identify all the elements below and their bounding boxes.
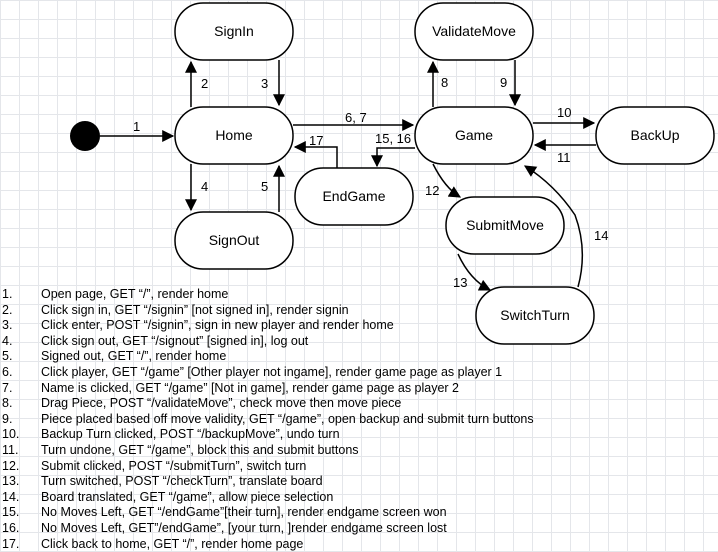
legend-text: Piece placed based off move validity, GE… — [41, 411, 534, 426]
legend-text: Click player, GET “/game” [Other player … — [41, 364, 503, 379]
state-endgame: EndGame — [294, 167, 414, 226]
legend-number: 8. — [2, 396, 13, 411]
legend-text: Click sign in, GET “/signin” [not signed… — [41, 302, 349, 317]
legend-item: 13. Turn switched, POST “/checkTurn”, tra… — [0, 474, 534, 490]
legend-number: 16. — [2, 520, 20, 535]
label-1: 1 — [133, 119, 140, 134]
legend-text: Submit clicked, POST “/submitTurn”, swit… — [41, 458, 307, 473]
transition-14 — [523, 165, 584, 288]
legend-number: 12. — [2, 458, 20, 473]
transition-legend: 1. Open page, GET “/”, render home 2. Clic… — [0, 287, 534, 552]
legend-text: Drag Piece, POST “/validateMove”, check … — [41, 396, 402, 411]
state-validatemove: ValidateMove — [414, 2, 534, 61]
legend-text: Signed out, GET “/”, render home — [41, 349, 227, 364]
state-backup-label: BackUp — [630, 127, 679, 143]
state-signin-label: SignIn — [214, 23, 254, 39]
legend-number: 13. — [2, 474, 20, 489]
legend-item: 15. No Moves Left, GET “/endGame”[their t… — [0, 505, 534, 521]
legend-item: 7. Name is clicked, GET “/game” [Not in g… — [0, 381, 534, 397]
legend-item: 3. Click enter, POST “/signin”, sign in n… — [0, 318, 534, 334]
state-game-label: Game — [455, 127, 493, 143]
legend-number: 17. — [2, 536, 20, 551]
legend-item: 5. Signed out, GET “/”, render home — [0, 349, 534, 365]
legend-text: Backup Turn clicked, POST “/backupMove”,… — [41, 427, 340, 442]
label-5: 5 — [261, 179, 268, 194]
legend-item: 12. Submit clicked, POST “/submitTurn”, s… — [0, 459, 534, 475]
state-home-label: Home — [215, 127, 253, 143]
legend-item: 4. Click sign out, GET “/signout” [signed… — [0, 334, 534, 350]
state-switchturn: SwitchTurn — [475, 286, 595, 345]
label-11: 11 — [557, 150, 571, 165]
state-validatemove-label: ValidateMove — [432, 23, 516, 39]
state-submitmove-label: SubmitMove — [466, 217, 544, 233]
legend-text: Click enter, POST “/signin”, sign in new… — [41, 318, 394, 333]
legend-number: 15. — [2, 505, 20, 520]
state-signout: SignOut — [174, 211, 294, 270]
legend-text: Name is clicked, GET “/game” [Not in gam… — [41, 380, 460, 395]
state-switchturn-label: SwitchTurn — [500, 307, 570, 323]
state-home: Home — [174, 106, 294, 165]
transition-15-16 — [371, 147, 415, 168]
legend-number: 2. — [2, 302, 13, 317]
state-submitmove: SubmitMove — [445, 196, 565, 255]
label-9: 9 — [500, 75, 507, 90]
legend-text: Click back to home, GET “/”, render home… — [41, 536, 304, 551]
label-13: 13 — [453, 275, 467, 290]
legend-item: 10. Backup Turn clicked, POST “/backupMov… — [0, 427, 534, 443]
label-17: 17 — [309, 133, 323, 148]
legend-text: No Moves Left, GET “/endGame”[their turn… — [41, 505, 447, 520]
legend-number: 11. — [2, 442, 19, 457]
legend-item: 9. Piece placed based off move validity, … — [0, 412, 534, 428]
initial-state-dot — [70, 121, 100, 151]
legend-item: 6. Click player, GET “/game” [Other playe… — [0, 365, 534, 381]
label-4: 4 — [201, 179, 208, 194]
legend-number: 1. — [2, 287, 13, 301]
label-10: 10 — [557, 105, 571, 120]
legend-number: 9. — [2, 411, 13, 426]
legend-item: 11. Turn undone, GET “/game”, block this … — [0, 443, 534, 459]
legend-item: 8. Drag Piece, POST “/validateMove”, chec… — [0, 396, 534, 412]
legend-text: Open page, GET “/”, render home — [41, 287, 229, 301]
legend-number: 5. — [2, 349, 13, 364]
legend-text: Click sign out, GET “/signout” [signed i… — [41, 333, 309, 348]
legend-item: 1. Open page, GET “/”, render home — [0, 287, 534, 303]
legend-number: 7. — [2, 380, 13, 395]
legend-text: Turn undone, GET “/game”, block this and… — [41, 442, 359, 457]
legend-number: 10. — [2, 427, 20, 442]
transition-13 — [457, 253, 492, 291]
legend-text: No Moves Left, GET”/endGame”, [your turn… — [41, 520, 447, 535]
label-6-7: 6, 7 — [345, 110, 367, 125]
state-game: Game — [414, 106, 534, 165]
state-endgame-label: EndGame — [322, 188, 385, 204]
legend-item: 14. Board translated, GET “/game”, allow … — [0, 490, 534, 506]
legend-number: 3. — [2, 318, 13, 333]
label-12: 12 — [425, 183, 439, 198]
label-15-16: 15, 16 — [375, 131, 411, 146]
label-14: 14 — [594, 228, 608, 243]
transition-12 — [432, 163, 462, 198]
state-signout-label: SignOut — [209, 232, 260, 248]
legend-text: Turn switched, POST “/checkTurn”, transl… — [41, 474, 323, 489]
state-signin: SignIn — [174, 2, 294, 61]
label-3: 3 — [261, 76, 268, 91]
label-8: 8 — [441, 75, 448, 90]
legend-text: Board translated, GET “/game”, allow pie… — [41, 489, 334, 504]
legend-number: 4. — [2, 333, 13, 348]
state-backup: BackUp — [595, 106, 715, 165]
transition-17 — [293, 141, 338, 168]
legend-item: 17. Click back to home, GET “/”, render h… — [0, 537, 534, 552]
legend-item: 2. Click sign in, GET “/signin” [not sign… — [0, 303, 534, 319]
legend-number: 6. — [2, 364, 13, 379]
label-2: 2 — [201, 76, 208, 91]
legend-item: 16. No Moves Left, GET”/endGame”, [your t… — [0, 521, 534, 537]
legend-number: 14. — [2, 489, 20, 504]
